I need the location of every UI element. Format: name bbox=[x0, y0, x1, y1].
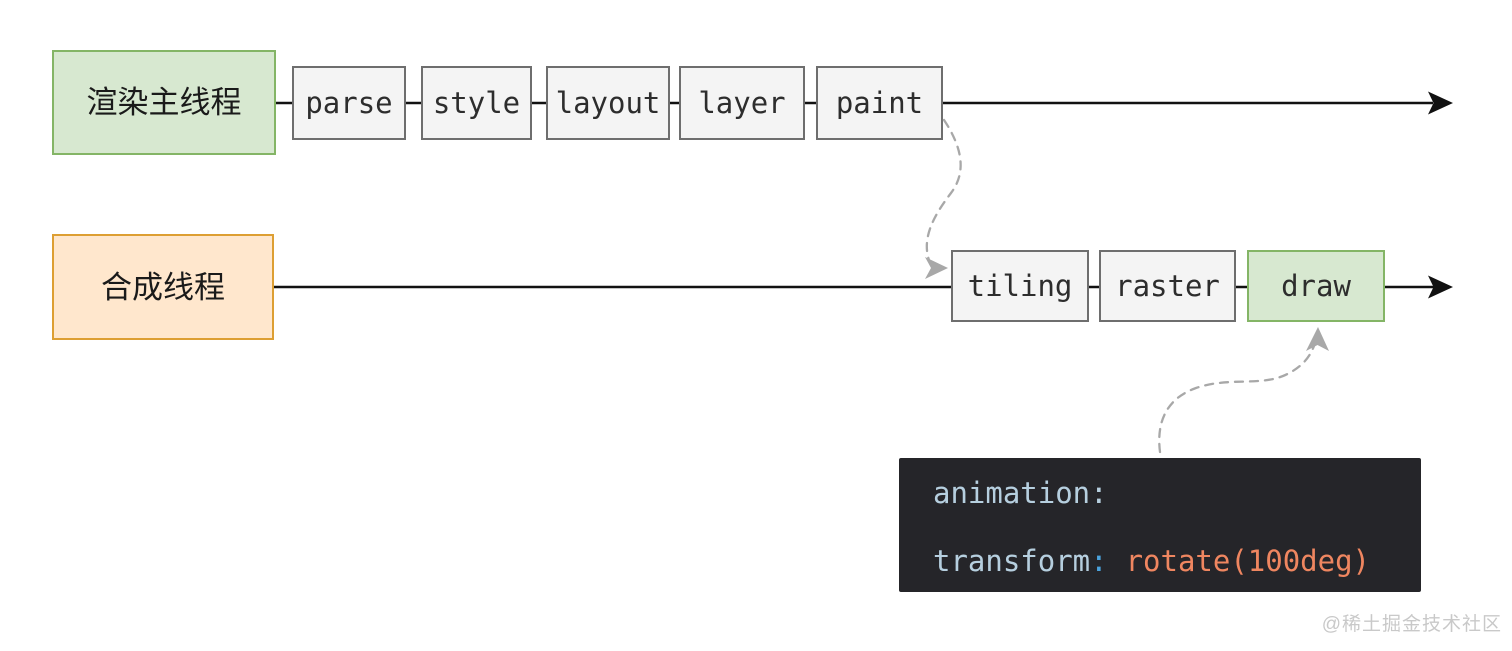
stage-label-parse: parse bbox=[305, 85, 393, 120]
code-line-transform: transform: rotate(100deg) bbox=[933, 546, 1421, 577]
stage-label-draw: draw bbox=[1281, 268, 1351, 303]
code-to-draw-dashed-connector bbox=[1158, 341, 1317, 454]
compositor-thread-arrowhead-icon bbox=[1428, 275, 1453, 299]
stage-box-layout: layout bbox=[546, 66, 670, 140]
code-colon: : bbox=[1090, 476, 1108, 510]
stage-box-layer: layer bbox=[679, 66, 805, 140]
stage-label-style: style bbox=[432, 85, 521, 120]
code-line-animation: animation: bbox=[933, 478, 1421, 509]
stage-label-paint: paint bbox=[835, 85, 924, 120]
paint-to-tiling-dashed-connector bbox=[925, 118, 962, 265]
stage-box-parse: parse bbox=[292, 66, 406, 140]
stage-box-raster: raster bbox=[1099, 250, 1236, 322]
main-thread-box: 渲染主线程 bbox=[52, 50, 276, 155]
main-thread-label: 渲染主线程 bbox=[86, 85, 242, 120]
stage-box-style: style bbox=[421, 66, 532, 140]
stage-label-raster: raster bbox=[1115, 268, 1220, 303]
code-property-transform: transform bbox=[933, 544, 1091, 578]
watermark-text: @稀土掘金技术社区 bbox=[1321, 614, 1502, 635]
code-to-draw-arrowhead-icon bbox=[1306, 327, 1329, 351]
compositor-thread-label: 合成线程 bbox=[101, 269, 225, 305]
stage-label-layer: layer bbox=[698, 85, 786, 120]
compositor-thread-box: 合成线程 bbox=[52, 234, 274, 340]
main-thread-arrowhead-icon bbox=[1428, 91, 1453, 115]
code-property-animation: animation bbox=[933, 476, 1091, 510]
stage-label-tiling: tiling bbox=[967, 268, 1073, 303]
stage-box-tiling: tiling bbox=[951, 250, 1089, 322]
paint-to-tiling-arrowhead-icon bbox=[925, 257, 948, 279]
css-code-block: animation: transform: rotate(100deg) bbox=[899, 458, 1421, 592]
stage-box-paint: paint bbox=[816, 66, 943, 140]
code-value-rotate: rotate(100deg) bbox=[1125, 544, 1371, 578]
code-colon: : bbox=[1090, 544, 1108, 578]
stage-label-layout: layout bbox=[555, 85, 661, 120]
stage-box-draw-highlighted: draw bbox=[1247, 250, 1385, 322]
